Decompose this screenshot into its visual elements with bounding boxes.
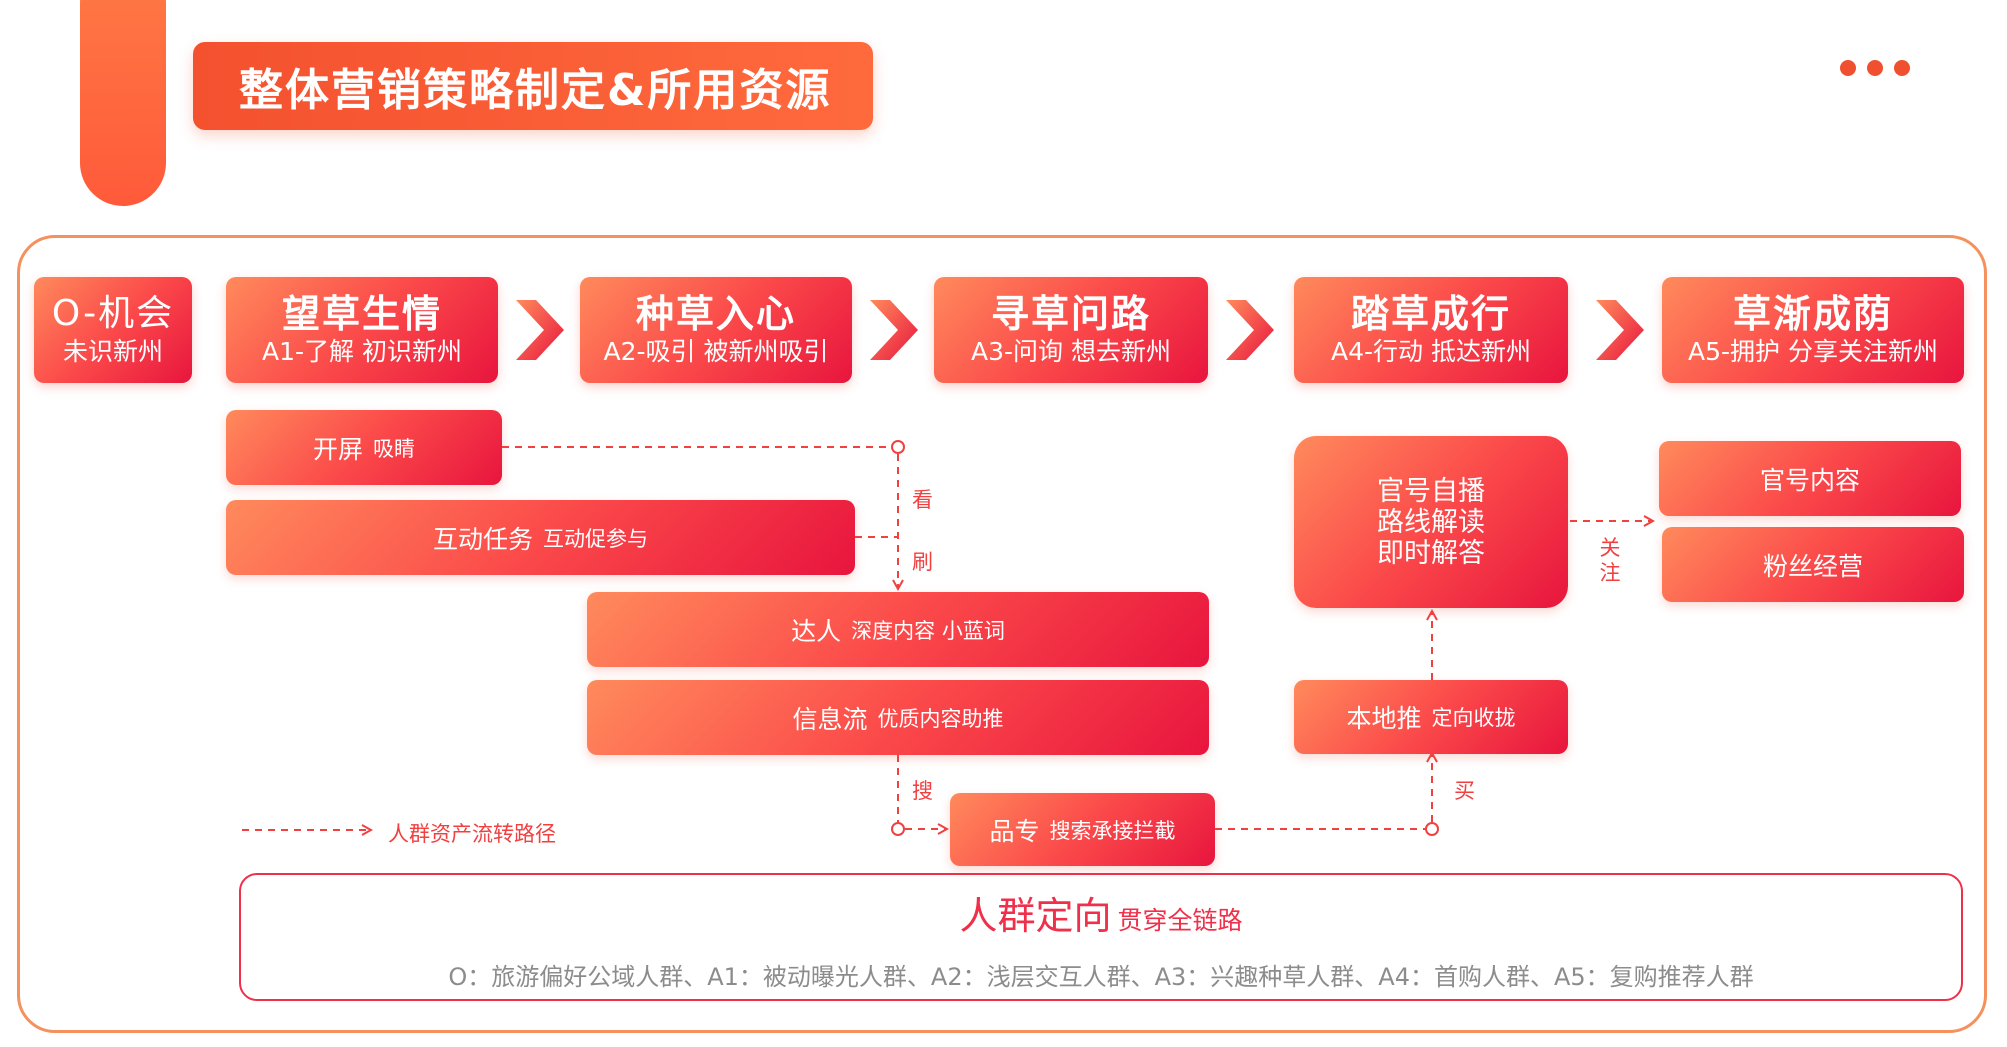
stage-name: 踏草成行	[1350, 292, 1511, 336]
resource-main: 信息流	[792, 704, 868, 734]
audience-description: O：旅游偏好公域人群、A1：被动曝光人群、A2：浅层交互人群、A3：兴趣种草人群…	[448, 963, 1754, 991]
stage-sub: A3-问询 想去新州	[971, 337, 1171, 366]
stage-a1: 望草生情 A1-了解 初识新州	[226, 277, 498, 383]
page-title: 整体营销策略制定&所用资源	[239, 65, 832, 116]
accent-bar	[80, 0, 166, 206]
dot-icon	[1894, 60, 1910, 76]
resource-guanhao-neirong: 官号内容	[1659, 441, 1961, 516]
flow-label-shua: 刷	[912, 550, 933, 574]
resource-line: 即时解答	[1377, 537, 1485, 569]
stage-sub: A1-了解 初识新州	[262, 337, 462, 366]
stage-name: 草渐成荫	[1732, 292, 1893, 336]
page-title-banner: 整体营销策略制定&所用资源	[193, 42, 873, 130]
flow-label-guanzhu: 关 注	[1598, 536, 1622, 586]
resource-line: 路线解读	[1377, 506, 1485, 538]
resource-main: 达人	[791, 616, 842, 646]
stage-o: O-机会 未识新州	[34, 277, 192, 383]
stage-name: 望草生情	[281, 292, 442, 336]
resource-sub: 搜索承接拦截	[1049, 818, 1176, 843]
resource-pinzhuan: 品专 搜索承接拦截	[950, 793, 1215, 866]
resource-daren: 达人 深度内容 小蓝词	[587, 592, 1209, 667]
resource-main: 品专	[989, 816, 1040, 846]
node-dot	[1425, 822, 1439, 836]
flow-label-mai: 买	[1454, 779, 1475, 803]
resource-sub: 深度内容 小蓝词	[851, 618, 1005, 643]
audience-heading: 人群定向贯穿全链路	[241, 885, 1961, 940]
stage-name: 种草入心	[635, 292, 796, 336]
stage-a3: 寻草问路 A3-问询 想去新州	[934, 277, 1208, 383]
stage-a5: 草渐成荫 A5-拥护 分享关注新州	[1662, 277, 1964, 383]
chevron-right-icon	[516, 300, 564, 360]
stage-sub: A5-拥护 分享关注新州	[1688, 337, 1938, 366]
audience-subtitle: 贯穿全链路	[1117, 906, 1243, 935]
resource-main: 粉丝经营	[1762, 551, 1863, 581]
resource-bendi: 本地推 定向收拢	[1294, 680, 1568, 754]
stage-a4: 踏草成行 A4-行动 抵达新州	[1294, 277, 1568, 383]
chevron-right-icon	[870, 300, 918, 360]
resource-sub: 吸睛	[373, 436, 415, 461]
flow-label-kan: 看	[912, 488, 933, 512]
resource-xinxiliu: 信息流 优质内容助推	[587, 680, 1209, 755]
resource-main: 互动任务	[432, 524, 533, 554]
chevron-right-icon	[1596, 300, 1644, 360]
resource-line: 官号自播	[1377, 475, 1485, 507]
resource-fensi: 粉丝经营	[1662, 527, 1964, 602]
flow-label-guan: 关	[1599, 536, 1621, 560]
chevron-right-icon	[1226, 300, 1274, 360]
audience-title: 人群定向	[959, 894, 1112, 938]
node-dot	[891, 822, 905, 836]
more-options-icon[interactable]	[1840, 60, 1920, 80]
stage-name: O-机会	[51, 293, 175, 334]
resource-sub: 优质内容助推	[877, 706, 1004, 731]
stage-sub: A2-吸引 被新州吸引	[603, 337, 829, 366]
resource-main: 开屏	[312, 434, 363, 464]
node-dot	[891, 440, 905, 454]
dot-icon	[1840, 60, 1856, 76]
stage-name: 寻草问路	[990, 292, 1151, 336]
stage-a2: 种草入心 A2-吸引 被新州吸引	[580, 277, 852, 383]
audience-panel: 人群定向贯穿全链路 O：旅游偏好公域人群、A1：被动曝光人群、A2：浅层交互人群…	[239, 873, 1963, 1001]
resource-guanhao-zibo: 官号自播 路线解读 即时解答	[1294, 436, 1568, 608]
dot-icon	[1867, 60, 1883, 76]
resource-hudong: 互动任务 互动促参与	[226, 500, 855, 575]
diagram-frame	[17, 235, 1987, 1033]
resource-sub: 互动促参与	[543, 526, 648, 551]
stage-sub: A4-行动 抵达新州	[1331, 337, 1531, 366]
resource-sub: 定向收拢	[1431, 706, 1516, 730]
stage-sub: 未识新州	[62, 337, 163, 366]
resource-main: 本地推	[1346, 704, 1422, 733]
flow-label-sou: 搜	[912, 779, 933, 803]
resource-main: 官号内容	[1759, 465, 1860, 495]
legend-label: 人群资产流转路径	[388, 822, 556, 846]
flow-label-zhu: 注	[1599, 561, 1621, 585]
resource-kaiping: 开屏 吸睛	[226, 410, 502, 485]
